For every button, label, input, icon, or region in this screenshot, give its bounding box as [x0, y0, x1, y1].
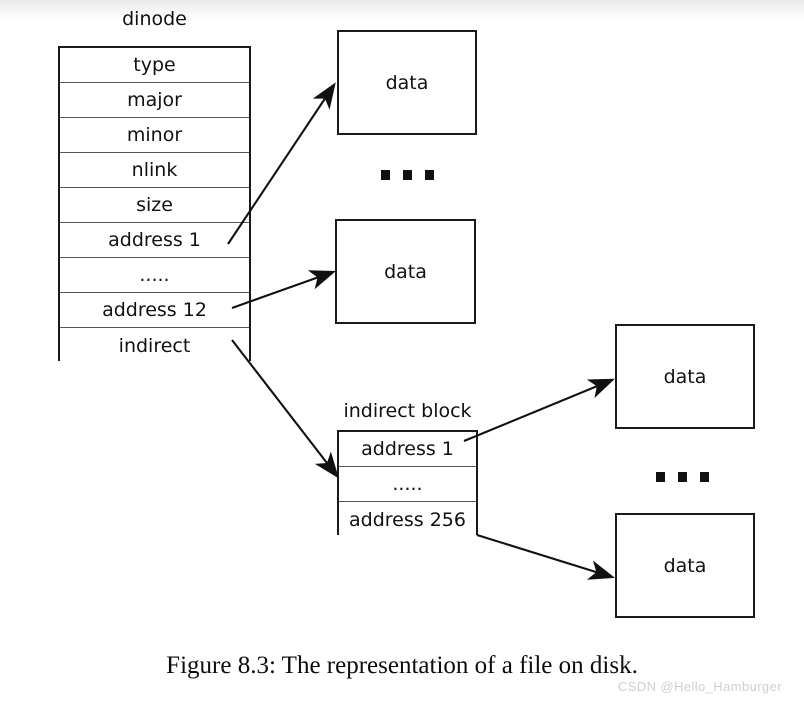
dinode-row-major: major [60, 83, 249, 118]
arrow-indirect-address-1-to-data [463, 378, 615, 442]
indirect-block-row-ellipsis: ..... [339, 467, 476, 502]
figure-caption: Figure 8.3: The representation of a file… [166, 652, 638, 679]
dinode-row-minor: minor [60, 118, 249, 153]
indirect-data-ellipsis-icon [656, 472, 709, 482]
dinode-row-address-1: address 1 [60, 223, 249, 258]
arrow-indirect-address-256-to-data [476, 533, 616, 580]
dinode-row-address-12: address 12 [60, 293, 249, 328]
dinode-row-nlink: nlink [60, 153, 249, 188]
dinode-row-indirect: indirect [60, 328, 249, 363]
dinode-title: dinode [122, 8, 187, 30]
direct-data-block-first: data [337, 30, 477, 135]
indirect-block-struct: address 1 ..... address 256 [337, 430, 478, 537]
csdn-watermark: CSDN @Hello_Hamburger [618, 679, 782, 694]
dinode-row-size: size [60, 188, 249, 223]
direct-data-block-last: data [335, 219, 476, 324]
dinode-row-ellipsis: ..... [60, 258, 249, 293]
indirect-block-row-address-256: address 256 [339, 502, 476, 537]
dinode-row-type: type [60, 48, 249, 83]
indirect-block-row-address-1: address 1 [339, 432, 476, 467]
direct-data-ellipsis-icon [381, 170, 434, 180]
indirect-data-block-first: data [615, 324, 755, 429]
indirect-data-block-last: data [615, 513, 755, 618]
indirect-block-title: indirect block [343, 400, 472, 422]
dinode-struct: type major minor nlink size address 1 ..… [58, 46, 251, 363]
